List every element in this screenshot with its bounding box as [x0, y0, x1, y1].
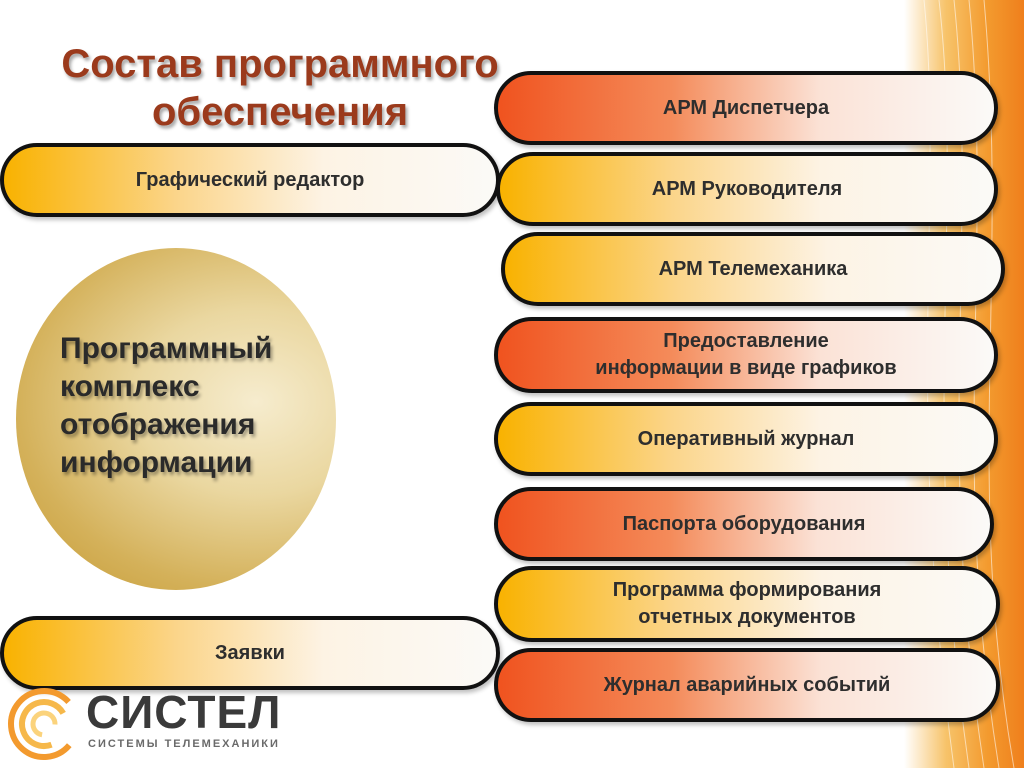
right-block-report-program: Программа формирования отчетных документ… — [494, 566, 1000, 642]
logo-subtitle: СИСТЕМЫ ТЕЛЕМЕХАНИКИ — [88, 738, 280, 750]
requests-label: Заявки — [215, 641, 285, 664]
logo-swirl-icon — [8, 688, 80, 760]
right-block-dispatcher: АРМ Диспетчера — [494, 71, 998, 145]
right-block-label: Предоставление информации в виде графико… — [595, 330, 897, 379]
right-block-label: Паспорта оборудования — [622, 512, 866, 535]
right-block-telemechanic: АРМ Телемеханика — [501, 232, 1005, 306]
right-block-operational-log: Оперативный журнал — [494, 402, 998, 476]
software-complex-label: Программный комплекс отображения информа… — [60, 332, 273, 479]
right-block-emergency-log: Журнал аварийных событий — [494, 648, 1000, 722]
requests-block: Заявки — [0, 616, 500, 690]
company-logo: СИСТЕЛ СИСТЕМЫ ТЕЛЕМЕХАНИКИ — [2, 682, 282, 766]
software-complex-circle — [16, 248, 336, 590]
right-block-label: АРМ Диспетчера — [662, 96, 830, 119]
right-block-graphs: Предоставление информации в виде графико… — [494, 317, 998, 393]
right-block-label: Оперативный журнал — [637, 427, 855, 450]
right-block-label: АРМ Руководителя — [651, 177, 843, 200]
right-block-label: АРМ Телемеханика — [658, 257, 848, 280]
right-block-manager: АРМ Руководителя — [496, 152, 998, 226]
right-block-label: Программа формирования отчетных документ… — [612, 579, 882, 628]
right-block-equipment-passports: Паспорта оборудования — [494, 487, 994, 561]
right-block-label: Журнал аварийных событий — [603, 673, 891, 696]
graphic-editor-block: Графический редактор — [0, 143, 500, 217]
page-title: Состав программного обеспечения — [61, 42, 499, 134]
graphic-editor-label: Графический редактор — [135, 168, 365, 191]
logo-name: СИСТЕЛ — [86, 686, 282, 738]
